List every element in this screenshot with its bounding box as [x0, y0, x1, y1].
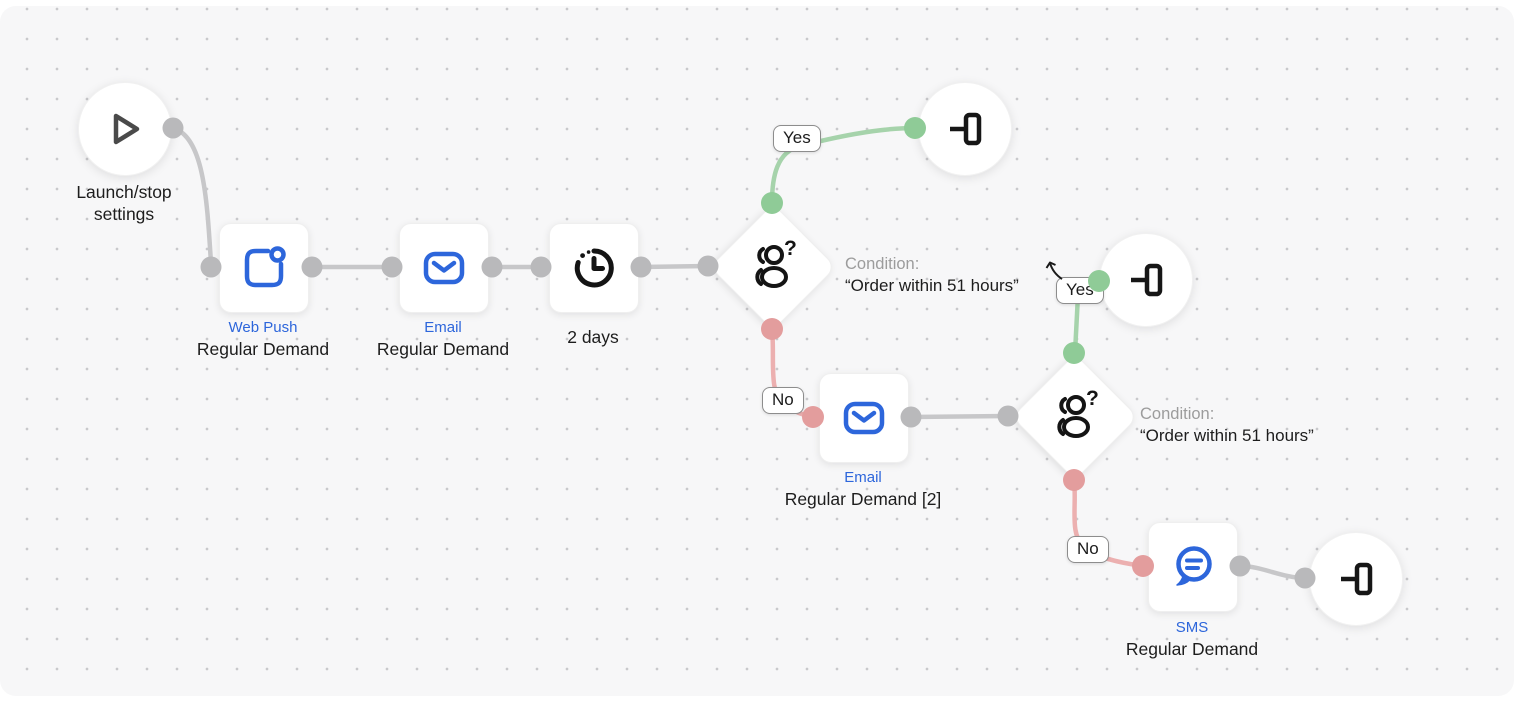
sms-node[interactable]	[1148, 522, 1238, 612]
sms-name-label: Regular Demand	[1125, 639, 1259, 659]
svg-text:?: ?	[1086, 387, 1099, 410]
web-push-node[interactable]	[219, 223, 309, 313]
web-push-node-label: Web Push Regular Demand	[153, 319, 373, 362]
port-delay-in[interactable]	[530, 256, 552, 278]
port-condition1-yes[interactable]	[761, 192, 783, 214]
email-2-node-label: Email Regular Demand [2]	[753, 469, 973, 512]
port-condition2-in[interactable]	[997, 405, 1019, 427]
launch-node-label: Launch/stop settings	[76, 182, 172, 224]
web-push-name-label: Regular Demand	[196, 339, 330, 359]
condition-2-prefix: Condition:	[1140, 405, 1215, 423]
email-2-node[interactable]	[819, 373, 909, 463]
condition-1-description: Condition: “Order within 51 hours”	[845, 253, 1019, 298]
port-condition2-no[interactable]	[1063, 469, 1085, 491]
exit-icon	[1131, 263, 1163, 297]
sms-bubble-icon	[1176, 546, 1212, 586]
port-email2-in[interactable]	[802, 406, 824, 428]
port-webpush-out[interactable]	[301, 256, 323, 278]
exit-2-node[interactable]	[1099, 233, 1193, 327]
condition-1-no-chip[interactable]: No	[762, 387, 804, 414]
port-sms-in[interactable]	[1132, 555, 1154, 577]
port-condition2-yes[interactable]	[1063, 342, 1085, 364]
email-2-type-label: Email	[844, 469, 882, 486]
envelope-icon	[423, 251, 465, 285]
port-sms-out[interactable]	[1229, 555, 1251, 577]
web-push-icon	[244, 246, 286, 288]
port-exit2-in[interactable]	[1088, 270, 1110, 292]
sms-type-label: SMS	[1175, 619, 1209, 636]
email-1-node-label: Email Regular Demand	[333, 319, 553, 362]
web-push-type-label: Web Push	[228, 319, 298, 336]
mouse-cursor-icon	[1045, 261, 1063, 280]
port-exit3-in[interactable]	[1294, 567, 1316, 589]
flow-canvas[interactable]	[0, 6, 1514, 696]
condition-2-no-chip[interactable]: No	[1067, 536, 1109, 563]
email-1-name-label: Regular Demand	[376, 339, 510, 359]
email-1-type-label: Email	[424, 319, 462, 336]
exit-icon	[950, 112, 982, 146]
launch-node[interactable]	[78, 82, 172, 176]
audience-question-icon: ?	[1030, 372, 1118, 460]
clock-icon	[574, 248, 614, 288]
port-condition1-in[interactable]	[697, 255, 719, 277]
svg-text:?: ?	[784, 237, 797, 260]
sms-node-label: SMS Regular Demand	[1082, 619, 1302, 662]
port-email2-out[interactable]	[900, 406, 922, 428]
condition-1-prefix: Condition:	[845, 255, 920, 273]
envelope-icon	[843, 401, 885, 435]
port-webpush-in[interactable]	[200, 256, 222, 278]
exit-3-node[interactable]	[1309, 532, 1403, 626]
delay-node[interactable]	[549, 223, 639, 313]
port-exit1-in[interactable]	[904, 117, 926, 139]
audience-question-icon: ?	[728, 222, 816, 310]
condition-1-yes-chip[interactable]: Yes	[773, 125, 821, 152]
exit-icon	[1341, 562, 1373, 596]
port-email1-in[interactable]	[381, 256, 403, 278]
condition-1-text: “Order within 51 hours”	[845, 276, 1019, 296]
port-email1-out[interactable]	[481, 256, 503, 278]
exit-1-node[interactable]	[918, 82, 1012, 176]
condition-2-text: “Order within 51 hours”	[1140, 426, 1314, 446]
condition-2-description: Condition: “Order within 51 hours”	[1140, 403, 1314, 448]
port-launch-out[interactable]	[162, 117, 184, 139]
email-2-name-label: Regular Demand [2]	[784, 489, 942, 509]
port-delay-out[interactable]	[630, 256, 652, 278]
play-icon	[113, 113, 140, 145]
email-1-node[interactable]	[399, 223, 489, 313]
port-condition1-no[interactable]	[761, 318, 783, 340]
delay-node-label: 2 days	[567, 327, 619, 347]
